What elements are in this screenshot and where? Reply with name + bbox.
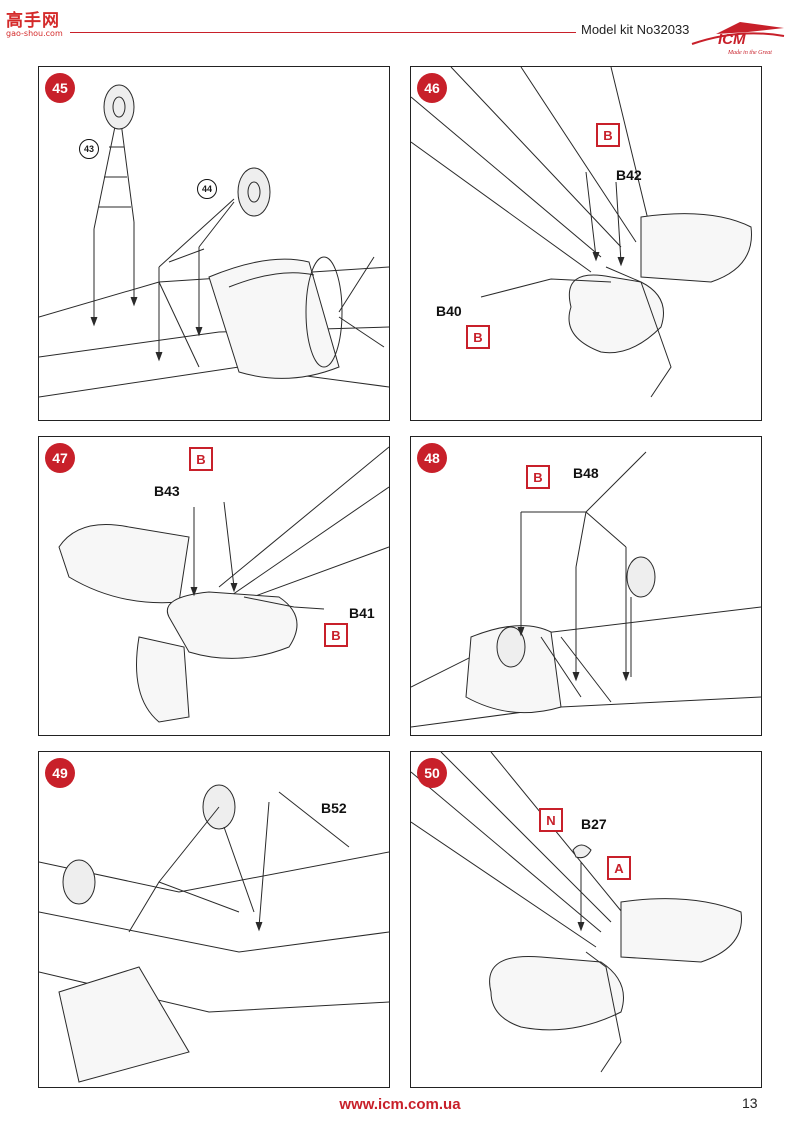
icm-logo: ICM Made in the Great [688, 14, 788, 58]
logo-text: ICM [718, 31, 746, 48]
part-label-b42: B42 [616, 167, 642, 183]
step-number-badge: 46 [417, 73, 447, 103]
sprue-label-b: B [189, 447, 213, 471]
step-45-illustration [39, 84, 389, 398]
part-label-b52: B52 [321, 800, 347, 816]
header-divider [70, 32, 576, 33]
part-label-b43: B43 [154, 483, 180, 499]
step-47-panel: 47 B B43 B41 B [38, 436, 390, 736]
sprue-label-b: B [466, 325, 490, 349]
sprue-label-n: N [539, 808, 563, 832]
part-label-b41: B41 [349, 605, 375, 621]
sprue-label-b: B [324, 623, 348, 647]
part-label-b40: B40 [436, 303, 462, 319]
step-47-illustration [58, 446, 389, 723]
sprue-label-b: B [526, 465, 550, 489]
step-50-panel: 50 N B27 A [410, 751, 762, 1088]
step-50-illustration [411, 752, 742, 1073]
model-kit-number: Model kit No32033 [581, 22, 690, 37]
step-number-badge: 49 [45, 758, 75, 788]
ref-circle-43: 43 [79, 139, 99, 159]
step-48-panel: 48 B B48 [410, 436, 762, 736]
step-45-panel: 45 43 44 [38, 66, 390, 421]
step-49-illustration [39, 784, 389, 1083]
footer-url: www.icm.com.ua [339, 1096, 461, 1113]
step-number-badge: 47 [45, 443, 75, 473]
step-49-panel: 49 B52 [38, 751, 390, 1088]
step-46-panel: 46 B B42 B40 B [410, 66, 762, 421]
watermark-title: 高手网 [6, 11, 60, 31]
step-46-illustration [411, 67, 752, 398]
sprue-label-a: A [607, 856, 631, 880]
part-label-b48: B48 [573, 465, 599, 481]
logo-tagline: Made in the Great [727, 50, 772, 56]
step-number-badge: 50 [417, 758, 447, 788]
ref-circle-44: 44 [197, 179, 217, 199]
sprue-label-b: B [596, 123, 620, 147]
watermark: 高手网 gao-shou.com [6, 6, 63, 38]
step-number-badge: 48 [417, 443, 447, 473]
step-48-illustration [411, 451, 761, 728]
part-label-b27: B27 [581, 816, 607, 832]
page-number: 13 [742, 1095, 758, 1111]
step-number-badge: 45 [45, 73, 75, 103]
watermark-url: gao-shou.com [6, 29, 63, 38]
